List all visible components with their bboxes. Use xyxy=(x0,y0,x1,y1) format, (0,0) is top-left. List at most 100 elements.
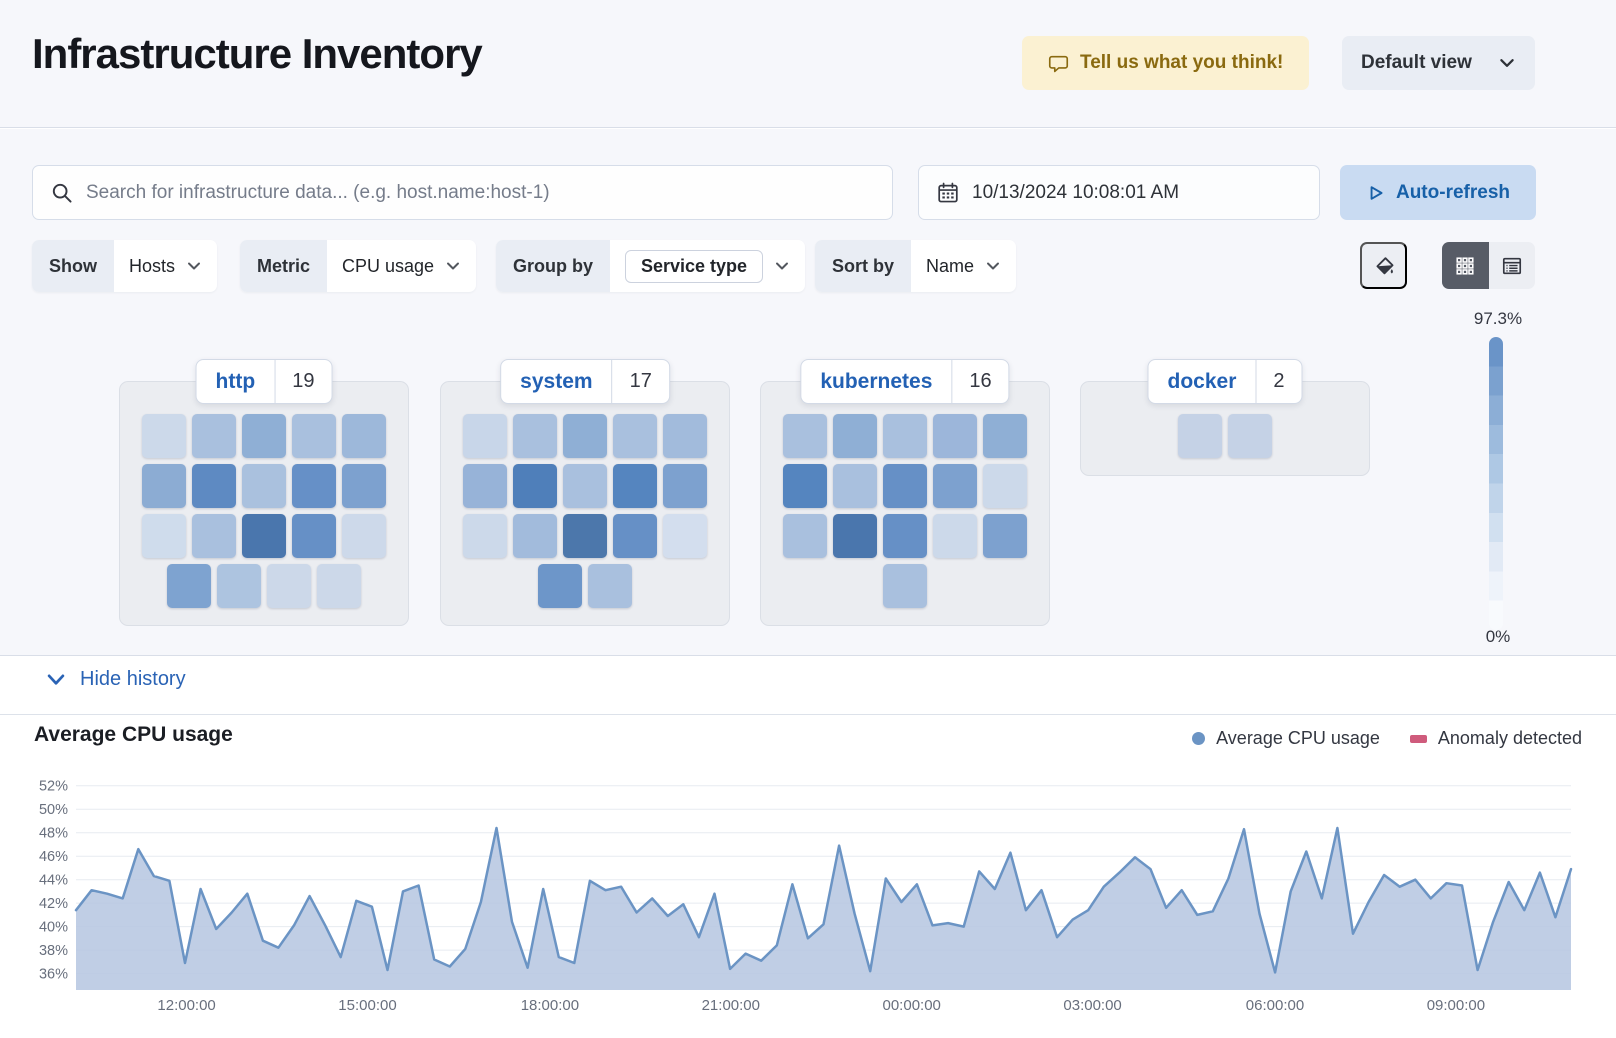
date-time-picker[interactable]: 10/13/2024 10:08:01 AM xyxy=(918,165,1320,220)
host-node[interactable] xyxy=(783,414,827,458)
host-node[interactable] xyxy=(192,414,236,458)
host-node[interactable] xyxy=(663,514,707,558)
host-node[interactable] xyxy=(883,464,927,508)
metric-filter[interactable]: Metric CPU usage xyxy=(240,240,477,292)
hide-history-toggle[interactable]: Hide history xyxy=(45,668,186,691)
host-node[interactable] xyxy=(933,414,977,458)
legend-entry[interactable]: Anomaly detected xyxy=(1409,728,1582,749)
host-node[interactable] xyxy=(563,514,607,558)
host-node[interactable] xyxy=(342,464,386,508)
chevron-down-icon xyxy=(45,669,67,691)
play-icon xyxy=(1366,183,1386,203)
auto-refresh-button[interactable]: Auto-refresh xyxy=(1340,165,1536,220)
host-node[interactable] xyxy=(933,464,977,508)
host-node[interactable] xyxy=(342,514,386,558)
group-name-link[interactable]: http xyxy=(215,369,256,393)
host-node[interactable] xyxy=(463,514,507,558)
host-node[interactable] xyxy=(663,414,707,458)
host-node[interactable] xyxy=(513,464,557,508)
node-row xyxy=(463,464,707,508)
host-node[interactable] xyxy=(292,464,336,508)
group-name-link[interactable]: kubernetes xyxy=(820,369,933,393)
datetime-value: 10/13/2024 10:08:01 AM xyxy=(972,181,1180,203)
legend-entry[interactable]: Average CPU usage xyxy=(1192,728,1380,749)
svg-text:50%: 50% xyxy=(39,802,68,818)
host-node[interactable] xyxy=(983,414,1027,458)
host-node[interactable] xyxy=(613,464,657,508)
host-node[interactable] xyxy=(167,564,211,608)
host-node[interactable] xyxy=(513,414,557,458)
host-node[interactable] xyxy=(833,514,877,558)
search-icon xyxy=(51,182,73,204)
node-row xyxy=(142,514,386,558)
group-name-link[interactable]: docker xyxy=(1167,369,1237,393)
view-selector-button[interactable]: Default view xyxy=(1342,36,1535,90)
host-node[interactable] xyxy=(663,464,707,508)
svg-text:12:00:00: 12:00:00 xyxy=(157,997,215,1014)
show-filter[interactable]: Show Hosts xyxy=(32,240,218,292)
group-count: 16 xyxy=(969,370,992,392)
host-node[interactable] xyxy=(883,564,927,608)
host-node[interactable] xyxy=(242,414,286,458)
host-node[interactable] xyxy=(933,514,977,558)
host-node[interactable] xyxy=(1228,414,1272,458)
host-node[interactable] xyxy=(463,464,507,508)
host-node[interactable] xyxy=(463,414,507,458)
svg-text:06:00:00: 06:00:00 xyxy=(1246,997,1304,1014)
host-node[interactable] xyxy=(783,514,827,558)
host-node[interactable] xyxy=(267,564,311,608)
host-node[interactable] xyxy=(242,514,286,558)
scale-min-label: 0% xyxy=(1485,627,1511,646)
host-node[interactable] xyxy=(833,464,877,508)
host-node[interactable] xyxy=(613,414,657,458)
host-node[interactable] xyxy=(342,414,386,458)
host-node[interactable] xyxy=(588,564,632,608)
group-by-filter[interactable]: Group by Service type xyxy=(496,240,806,292)
host-node[interactable] xyxy=(783,464,827,508)
map-view-button[interactable] xyxy=(1442,242,1489,289)
svg-text:40%: 40% xyxy=(39,920,68,936)
host-node[interactable] xyxy=(883,514,927,558)
host-node[interactable] xyxy=(142,514,186,558)
group-card-kubernetes: kubernetes 16 xyxy=(760,359,1050,626)
paint-bucket-icon xyxy=(1373,255,1395,277)
feedback-button[interactable]: Tell us what you think! xyxy=(1022,36,1310,90)
table-view-button[interactable] xyxy=(1488,242,1535,289)
group-label-pill: kubernetes 16 xyxy=(800,359,1010,404)
host-node[interactable] xyxy=(192,464,236,508)
host-node[interactable] xyxy=(563,464,607,508)
host-node[interactable] xyxy=(292,514,336,558)
host-node[interactable] xyxy=(292,414,336,458)
pill-divider xyxy=(1255,360,1257,403)
host-node[interactable] xyxy=(513,514,557,558)
pill-divider xyxy=(611,360,613,403)
node-grid xyxy=(1081,382,1369,475)
host-node[interactable] xyxy=(613,514,657,558)
group-by-filter-label: Group by xyxy=(496,240,610,292)
host-node[interactable] xyxy=(983,464,1027,508)
host-node[interactable] xyxy=(217,564,261,608)
host-node[interactable] xyxy=(142,464,186,508)
host-node[interactable] xyxy=(192,514,236,558)
host-node[interactable] xyxy=(833,414,877,458)
host-node[interactable] xyxy=(142,414,186,458)
search-input[interactable] xyxy=(86,181,874,204)
host-node[interactable] xyxy=(563,414,607,458)
sort-by-filter[interactable]: Sort by Name xyxy=(815,240,1017,292)
host-node[interactable] xyxy=(1178,414,1222,458)
group-name-link[interactable]: system xyxy=(520,369,593,393)
host-node[interactable] xyxy=(983,514,1027,558)
chevron-down-icon xyxy=(447,262,460,270)
legend-options-button[interactable] xyxy=(1360,242,1407,289)
host-node[interactable] xyxy=(883,414,927,458)
host-node[interactable] xyxy=(242,464,286,508)
svg-text:00:00:00: 00:00:00 xyxy=(883,997,941,1014)
host-node[interactable] xyxy=(538,564,582,608)
svg-text:46%: 46% xyxy=(39,849,68,865)
group-by-filter-value[interactable]: Service type xyxy=(625,249,764,283)
host-node[interactable] xyxy=(317,564,361,608)
